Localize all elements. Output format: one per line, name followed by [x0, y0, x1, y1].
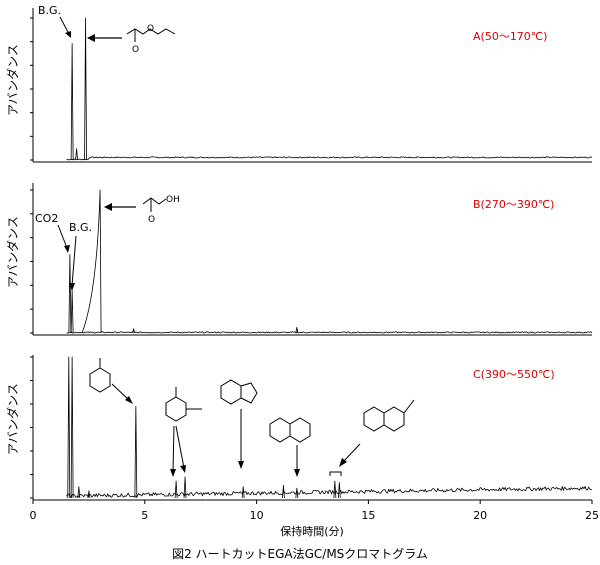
peak-c-11 [337, 482, 341, 499]
baseline [66, 331, 593, 334]
condition-c: C(390～550℃) [473, 368, 555, 381]
peak-c-7 [241, 486, 245, 499]
condition-a: A(50～170℃) [473, 30, 547, 43]
peak-b-0 [68, 253, 72, 334]
xylene-structure [165, 387, 202, 422]
x-tick-label: 25 [585, 509, 599, 522]
baseline [66, 156, 593, 161]
naphthalene-structure [269, 417, 311, 443]
svg-text:OH: OH [166, 195, 180, 205]
acetic-acid-structure: O OH [142, 195, 180, 225]
vinyl-acetate-structure: O O [126, 24, 176, 55]
ylabel-a: アバンダンス [5, 44, 20, 116]
arrow-naphthalene [294, 445, 300, 477]
annotation-co2: CO2 [35, 212, 58, 225]
svg-text:O: O [132, 45, 139, 55]
arrow-bg-a [59, 16, 71, 38]
annotation-bg-a: B.G. [38, 4, 61, 17]
peak-c-5 [174, 480, 178, 499]
annotation-bg-b: B.G. [69, 221, 92, 234]
ylabel-c: アバンダンス [5, 383, 20, 455]
x-axis-title: 保持時間(分) [280, 524, 344, 538]
peak-c-10 [333, 480, 337, 499]
arrow-acetic-acid [104, 203, 136, 211]
x-tick-label: 15 [361, 509, 375, 522]
x-tick-label: 0 [30, 509, 37, 522]
peak-b-4 [295, 326, 299, 334]
methylnaphthalene-structure [363, 399, 415, 432]
arrow-indene [238, 409, 244, 469]
peak-c-9 [295, 487, 299, 499]
peak-c-0 [67, 356, 71, 499]
condition-b: B(270～390℃) [473, 198, 554, 211]
peak-b-1 [70, 289, 74, 334]
svg-text:O: O [147, 24, 154, 34]
x-tick-label: 20 [473, 509, 487, 522]
peak-c-3 [87, 490, 91, 499]
peak-a-1 [75, 148, 79, 161]
arrow-co2 [57, 224, 70, 253]
figure-caption: 図2 ハートカットEGA法GC/MSクロマトグラム [172, 547, 428, 561]
arrow-xylene [170, 425, 186, 477]
toluene-structure [89, 358, 111, 393]
arrow-vinyl-acetate [87, 34, 122, 42]
traces [66, 17, 593, 499]
x-tick-label: 5 [141, 509, 148, 522]
baseline [66, 486, 593, 499]
peak-b-3 [132, 328, 136, 334]
y-ticks [30, 17, 33, 499]
ylabel-b: アバンダンス [5, 216, 20, 288]
peak-c-6 [183, 476, 187, 499]
peak-c-4 [134, 405, 138, 499]
arrow-bg-b [69, 235, 77, 291]
trace-panel-c [66, 356, 593, 499]
peak-c-1 [70, 356, 74, 499]
x-tick-label: 10 [250, 509, 264, 522]
bracket-methylnaphthalene [329, 471, 342, 476]
peak-a-0 [70, 43, 74, 161]
indene-structure [220, 379, 258, 405]
x-ticks: 0 5 10 15 20 25 [30, 500, 599, 522]
peak-b-2 [81, 189, 102, 334]
arrow-methylnaphthalene [339, 443, 361, 467]
trace-panel-b [66, 189, 593, 334]
peak-c-2 [77, 486, 81, 499]
peak-a-2 [84, 17, 87, 161]
svg-text:O: O [148, 215, 155, 225]
peak-c-8 [282, 484, 285, 499]
arrow-toluene [111, 383, 133, 404]
trace-panel-a [66, 17, 593, 161]
